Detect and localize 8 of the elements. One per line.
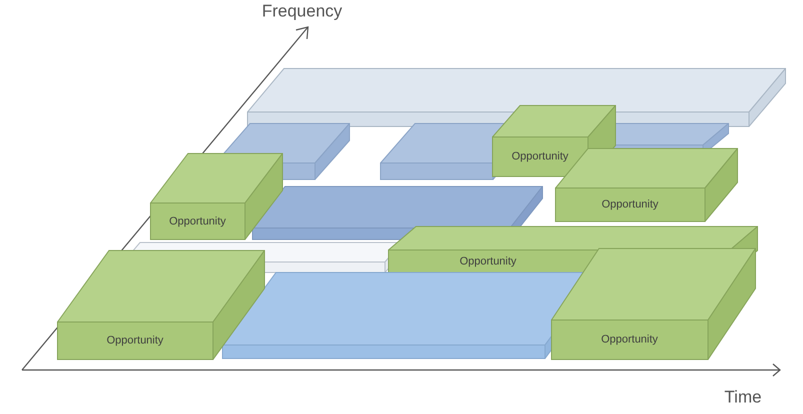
block-label: Opportunity xyxy=(169,216,226,227)
block-label: Opportunity xyxy=(460,256,516,268)
block-label: Opportunity xyxy=(601,334,658,346)
axis-label: Time xyxy=(724,388,762,406)
axis-label: Frequency xyxy=(262,2,342,20)
block-label: Opportunity xyxy=(106,336,164,346)
block-label: Opportunity xyxy=(602,200,658,210)
block-label: Opportunity xyxy=(512,152,568,162)
